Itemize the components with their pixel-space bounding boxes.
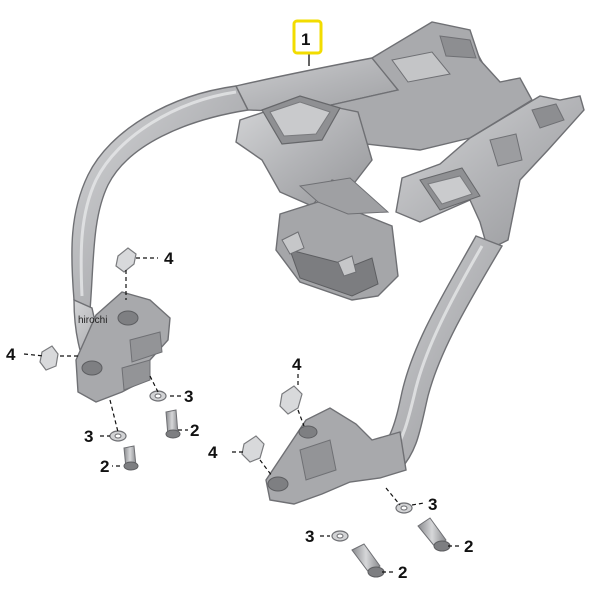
watermark: hirochi [78,315,107,326]
bolt-left-inner-part [123,445,139,471]
washer-left-inner-part [109,430,127,442]
callout-clip-right-top: 4 [292,355,302,374]
bolt-left-outer-part [165,409,181,439]
callout-bolt-left-outer: 2 [190,421,199,440]
washer-left-outer-part [149,390,167,402]
washer-right-outer-part [395,502,413,514]
bolt-right-inner-part [351,543,385,578]
callout-bolt-right-inner: 2 [398,563,407,582]
callout-bolt-left-inner: 2 [100,457,109,476]
bolt-right-outer-part [417,517,451,552]
callout-washer-left-inner: 3 [84,427,93,446]
clip-right-side-part [241,435,265,463]
clip-right-top-part [279,385,303,415]
callout-clip-right-side: 4 [208,443,218,462]
callout-washer-right-outer: 3 [428,495,437,514]
clip-left-top-part [115,247,137,273]
leader-lines [23,54,460,573]
callout-part-1: 1 [301,30,310,49]
callout-bolt-right-outer: 2 [464,537,473,556]
callout-clip-left-top: 4 [164,249,174,268]
callout-washer-left-outer: 3 [184,387,193,406]
callout-washer-right-inner: 3 [305,527,314,546]
callout-clip-left-side: 4 [6,345,16,364]
part-1-highlight-box [292,19,323,55]
rack-right-mount [265,407,407,505]
luggage-rack-part [71,21,585,505]
washer-right-inner-part [331,530,349,542]
clip-left-side-part [39,345,59,371]
